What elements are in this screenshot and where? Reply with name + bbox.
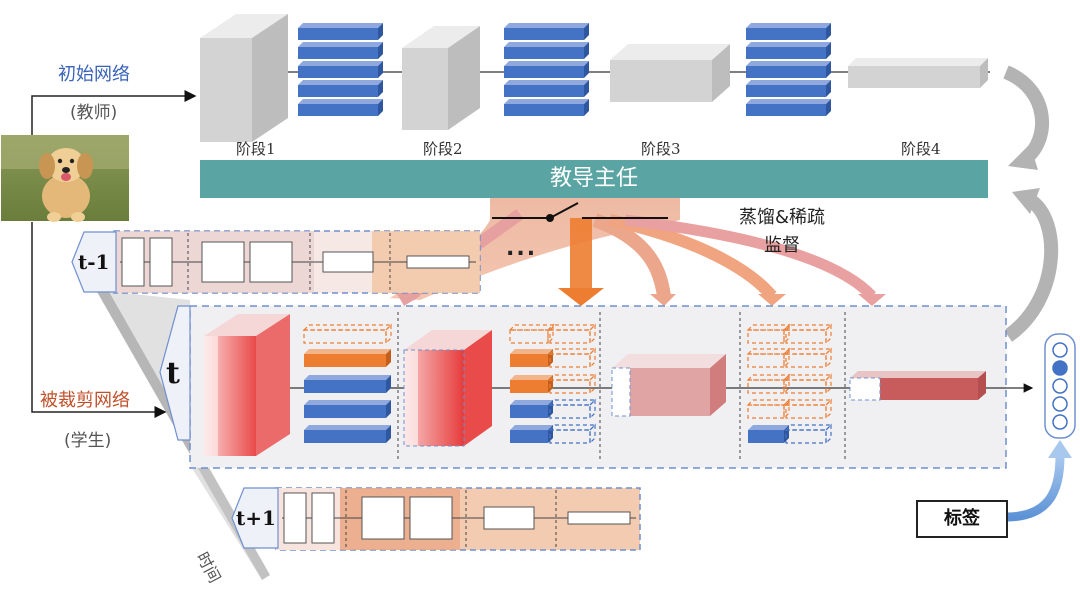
teacher-layer-1-4 — [298, 80, 383, 97]
teacher-blue-layer-stacks — [298, 23, 831, 116]
ellipsis: ... — [506, 236, 538, 261]
teacher-layer-1-5 — [298, 99, 383, 116]
teacher-layer-2-1 — [504, 23, 589, 40]
student-c-right-4 — [784, 398, 833, 420]
student-layer-stacks — [302, 323, 833, 445]
teacher-layer-1-2 — [298, 42, 383, 59]
distill-line-2: 监督 — [764, 235, 800, 256]
label-box: 标签 — [916, 500, 1008, 538]
snapshot-t-plus-1 — [231, 487, 641, 551]
student-b-left-1 — [508, 323, 555, 345]
head-teacher-banner: 教导主任 — [200, 160, 988, 198]
student-c-right-5 — [784, 423, 833, 445]
stage-label-3: 阶段3 — [641, 140, 681, 158]
student-c-left-3 — [746, 373, 791, 395]
student-c-right-2 — [784, 347, 833, 369]
teacher-layer-3-5 — [746, 99, 831, 116]
student-b-left-3 — [510, 375, 553, 393]
student-stage2-block — [403, 330, 492, 447]
teacher-network-sublabel: (教师) — [70, 103, 118, 123]
student-c-left-2 — [746, 347, 791, 369]
student-b-right-3 — [548, 373, 597, 395]
student-b-left-2 — [510, 349, 553, 367]
label-arrow — [1005, 440, 1072, 522]
teacher-stage4-block — [848, 58, 988, 88]
switch-icon — [492, 202, 668, 222]
student-a-5 — [304, 425, 391, 443]
student-a-2 — [304, 349, 391, 367]
student-stage1-block — [204, 314, 290, 456]
student-stage4-block — [849, 371, 986, 401]
student-a-3 — [304, 375, 391, 393]
teacher-network-label: 初始网络 — [58, 64, 130, 85]
teacher-layer-3-4 — [746, 80, 831, 97]
stage-label-1: 阶段1 — [236, 140, 276, 158]
teacher-layer-1-3 — [298, 61, 383, 78]
distill-line-1: 蒸馏&稀疏 — [738, 207, 826, 228]
teacher-layer-2-5 — [504, 99, 589, 116]
student-b-left-5 — [510, 425, 553, 443]
teacher-stage1-block — [200, 14, 288, 142]
snapshot-t-current — [159, 305, 1034, 469]
teacher-stage3-block — [610, 44, 730, 102]
student-b-right-5 — [548, 423, 597, 445]
distill-sparse-label: 蒸馏&稀疏 监督 — [722, 204, 842, 260]
teacher-layer-3-2 — [746, 42, 831, 59]
teacher-network — [200, 14, 990, 142]
student-c-left-5 — [748, 425, 789, 443]
output-nodes-icon — [1044, 333, 1076, 439]
stage-label-2: 阶段2 — [423, 140, 463, 158]
student-b-left-4 — [510, 400, 553, 418]
snapshot-t-minus-1 — [71, 230, 481, 294]
student-b-right-4 — [548, 398, 597, 420]
teacher-stage2-block — [402, 26, 480, 130]
dog-photo-icon — [1, 135, 129, 222]
student-c-left-4 — [746, 398, 791, 420]
student-a-1 — [302, 323, 393, 345]
teacher-layer-1-1 — [298, 23, 383, 40]
feedback-arrows — [1002, 65, 1059, 342]
teacher-layer-2-4 — [504, 80, 589, 97]
student-c-right-1 — [784, 323, 833, 345]
student-c-left-1 — [746, 323, 791, 345]
student-network-sublabel: (学生) — [64, 431, 112, 451]
student-a-4 — [304, 400, 391, 418]
student-b-right-2 — [548, 347, 597, 369]
student-stage3-block — [611, 354, 726, 417]
teacher-layer-3-1 — [746, 23, 831, 40]
student-b-right-1 — [548, 323, 597, 345]
time-label-prev: t-1 — [78, 250, 110, 274]
teacher-layer-2-3 — [504, 61, 589, 78]
teacher-layer-2-2 — [504, 42, 589, 59]
stage-label-4: 阶段4 — [901, 140, 941, 158]
teacher-layer-3-3 — [746, 61, 831, 78]
time-label-current: t — [166, 356, 180, 391]
student-c-right-3 — [784, 373, 833, 395]
student-network-label: 被裁剪网络 — [40, 390, 130, 411]
input-connectors — [31, 90, 197, 418]
time-label-next: t+1 — [236, 506, 276, 530]
